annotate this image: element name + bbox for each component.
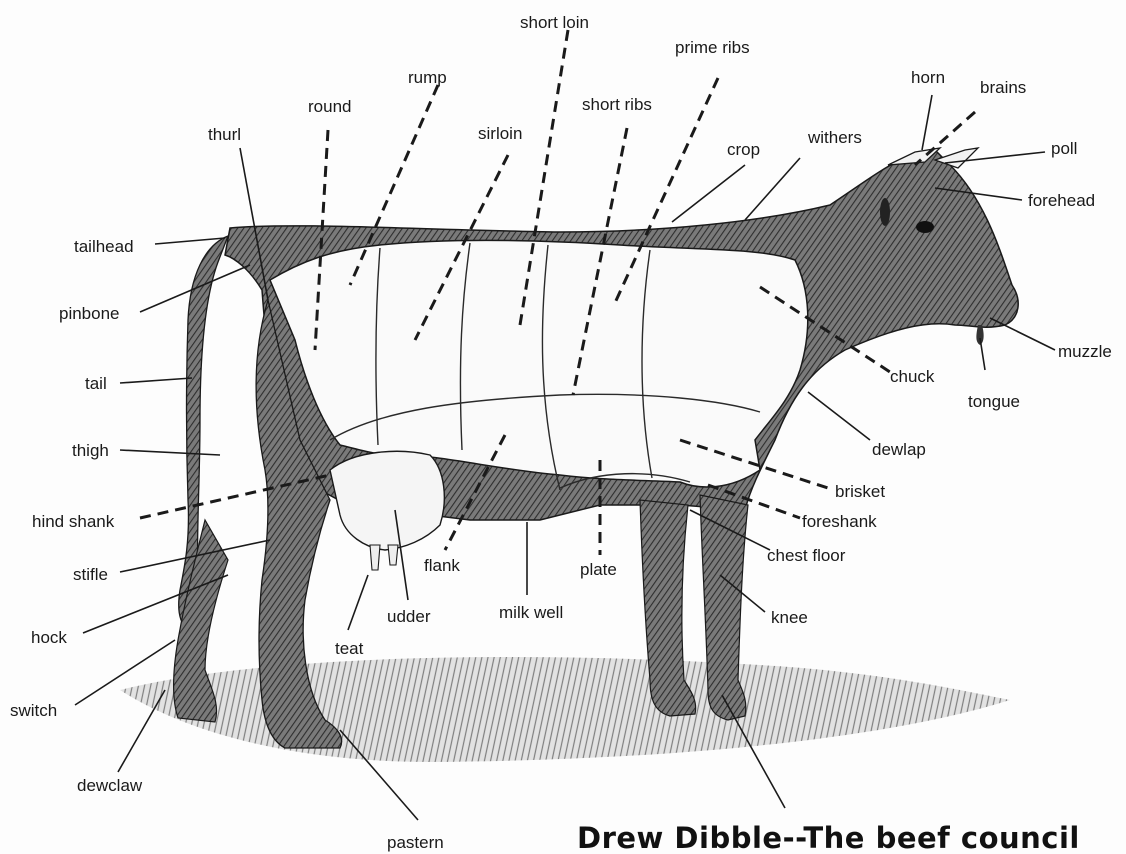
label-milk-well: milk well: [499, 603, 563, 622]
label-crop: crop: [727, 140, 760, 159]
credit-caption: Drew Dibble--The beef council: [577, 821, 1080, 854]
label-thurl: thurl: [208, 125, 241, 144]
label-chest-floor: chest floor: [767, 546, 846, 565]
udder-shape: [330, 451, 444, 550]
label-brains: brains: [980, 78, 1026, 97]
label-muzzle: muzzle: [1058, 342, 1112, 361]
label-forehead: forehead: [1028, 191, 1095, 210]
label-hind-shank: hind shank: [32, 512, 115, 531]
label-chuck: chuck: [890, 367, 935, 386]
label-knee: knee: [771, 608, 808, 627]
label-brisket: brisket: [835, 482, 885, 501]
label-short-loin: short loin: [520, 13, 589, 32]
label-dewclaw: dewclaw: [77, 776, 143, 795]
label-teat: teat: [335, 639, 364, 658]
label-stifle: stifle: [73, 565, 108, 584]
label-pinbone: pinbone: [59, 304, 120, 323]
label-prime-ribs: prime ribs: [675, 38, 750, 57]
label-dewlap: dewlap: [872, 440, 926, 459]
label-horn: horn: [911, 68, 945, 87]
label-tailhead: tailhead: [74, 237, 134, 256]
label-poll: poll: [1051, 139, 1077, 158]
label-udder: udder: [387, 607, 431, 626]
label-rump: rump: [408, 68, 447, 87]
label-round: round: [308, 97, 351, 116]
label-withers: withers: [807, 128, 862, 147]
label-sirloin: sirloin: [478, 124, 522, 143]
label-plate: plate: [580, 560, 617, 579]
label-switch: switch: [10, 701, 57, 720]
label-tail: tail: [85, 374, 107, 393]
label-foreshank: foreshank: [802, 512, 877, 531]
label-pastern: pastern: [387, 833, 444, 852]
label-flank: flank: [424, 556, 460, 575]
label-thigh: thigh: [72, 441, 109, 460]
label-tongue: tongue: [968, 392, 1020, 411]
label-short-ribs: short ribs: [582, 95, 652, 114]
label-hock: hock: [31, 628, 67, 647]
grass-ground: [120, 657, 1010, 762]
